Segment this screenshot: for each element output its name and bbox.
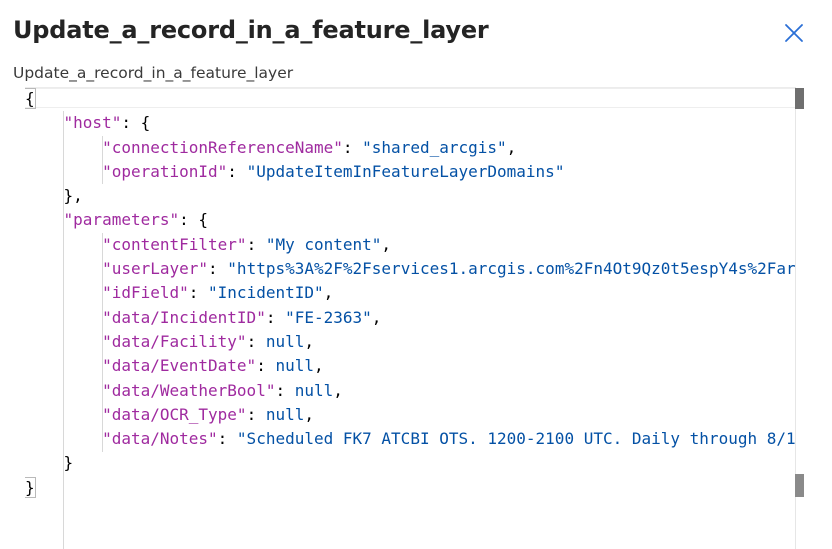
code-token: } xyxy=(25,476,36,498)
current-line-highlight xyxy=(25,88,795,108)
code-token: "contentFilter" xyxy=(102,234,247,254)
dialog-title: Update_a_record_in_a_feature_layer xyxy=(13,16,489,44)
code-token: : { xyxy=(121,113,151,133)
code-token: "data/IncidentID" xyxy=(102,307,266,327)
code-token: "data/OCR_Type" xyxy=(102,404,247,424)
code-token: : xyxy=(246,331,266,351)
code-token: null xyxy=(265,331,305,351)
code-line: "idField": "IncidentID", xyxy=(25,281,814,305)
code-token: null xyxy=(265,404,305,424)
code-line: "data/WeatherBool": null, xyxy=(25,379,814,403)
indent-guide xyxy=(63,111,64,549)
code-token: : xyxy=(275,380,295,400)
code-token: "FE-2363" xyxy=(285,307,372,327)
code-line: "host": { xyxy=(25,111,814,135)
code-token: , xyxy=(371,307,382,327)
code-token: "data/Facility" xyxy=(102,331,247,351)
code-token: , xyxy=(381,234,392,254)
indent-guide xyxy=(102,233,103,452)
code-token: , xyxy=(313,356,324,376)
code-line: { xyxy=(25,87,814,111)
code-token: : xyxy=(246,234,266,254)
code-token: "UpdateItemInFeatureLayerDomains" xyxy=(246,161,565,181)
close-icon xyxy=(785,24,803,42)
code-token: , xyxy=(333,380,343,400)
code-token: "shared_arcgis" xyxy=(362,137,507,157)
code-line: "operationId": "UpdateItemInFeatureLayer… xyxy=(25,160,814,184)
code-line: } xyxy=(25,451,814,475)
editor-top-border xyxy=(25,87,795,88)
code-token: "operationId" xyxy=(102,161,228,181)
code-token: : xyxy=(217,429,237,449)
code-token: "IncidentID" xyxy=(208,283,324,303)
code-line: "data/OCR_Type": null, xyxy=(25,403,814,427)
code-token: null xyxy=(275,356,314,376)
code-token: : { xyxy=(179,210,209,230)
indent-guide xyxy=(102,136,103,184)
code-line: "data/Facility": null, xyxy=(25,330,814,354)
dialog-subtitle: Update_a_record_in_a_feature_layer xyxy=(13,64,294,82)
code-line: "parameters": { xyxy=(25,208,814,232)
code-token xyxy=(25,405,102,424)
code-line: "contentFilter": "My content", xyxy=(25,233,814,257)
code-token: null xyxy=(294,380,334,400)
code-token xyxy=(25,332,102,351)
code-token: "Scheduled FK7 ATCBI OTS. 1200-2100 UTC.… xyxy=(236,429,814,449)
code-token xyxy=(25,429,102,448)
code-token: "https%3A%2F%2Fservices1.arcgis.com%2Fn4… xyxy=(227,259,814,279)
code-token xyxy=(25,210,64,229)
code-line: "data/Notes": "Scheduled FK7 ATCBI OTS. … xyxy=(25,427,814,451)
editor-scrollbar[interactable] xyxy=(795,87,815,549)
code-line: "connectionReferenceName": "shared_arcgi… xyxy=(25,136,814,160)
code-token: "host" xyxy=(63,113,122,133)
code-token: }, xyxy=(25,186,83,206)
scrollbar-marker-bottom xyxy=(795,474,804,497)
code-token: : xyxy=(208,259,228,279)
close-button[interactable] xyxy=(779,18,809,48)
code-line: } xyxy=(25,476,814,500)
code-token xyxy=(25,162,102,181)
code-token xyxy=(25,259,102,278)
code-token xyxy=(25,138,102,157)
code-token: : xyxy=(265,307,286,327)
code-token: "data/Notes" xyxy=(102,429,218,449)
code-token xyxy=(25,283,102,302)
code-token: : xyxy=(342,137,363,157)
code-line: "data/EventDate": null, xyxy=(25,354,814,378)
code-token: "userLayer" xyxy=(102,259,209,279)
code-token: , xyxy=(304,331,314,351)
code-line: }, xyxy=(25,184,814,208)
code-token: , xyxy=(506,137,517,157)
scrollbar-marker-top xyxy=(795,88,804,109)
code-line: "userLayer": "https%3A%2F%2Fservices1.ar… xyxy=(25,257,814,281)
code-token: : xyxy=(246,404,266,424)
code-token: "data/WeatherBool" xyxy=(102,380,276,400)
code-token: "parameters" xyxy=(63,210,180,230)
code-token: : xyxy=(227,161,247,181)
code-token: "connectionReferenceName" xyxy=(102,137,343,157)
code-token xyxy=(25,356,102,375)
code-token: "data/EventDate" xyxy=(102,356,257,376)
code-token: , xyxy=(304,404,314,424)
code-token: , xyxy=(323,283,334,303)
code-token: "idField" xyxy=(102,283,189,303)
code-token: { xyxy=(25,88,36,109)
code-token xyxy=(25,235,102,254)
json-code: { "host": { "connectionReferenceName": "… xyxy=(25,87,814,500)
code-token xyxy=(25,113,64,132)
code-token: : xyxy=(256,356,276,376)
code-editor[interactable]: { "host": { "connectionReferenceName": "… xyxy=(25,87,814,549)
code-token: } xyxy=(25,453,74,473)
code-token xyxy=(25,308,102,327)
code-token: : xyxy=(188,283,209,303)
code-token xyxy=(25,381,102,400)
code-line: "data/IncidentID": "FE-2363", xyxy=(25,306,814,330)
code-token: "My content" xyxy=(265,234,382,254)
